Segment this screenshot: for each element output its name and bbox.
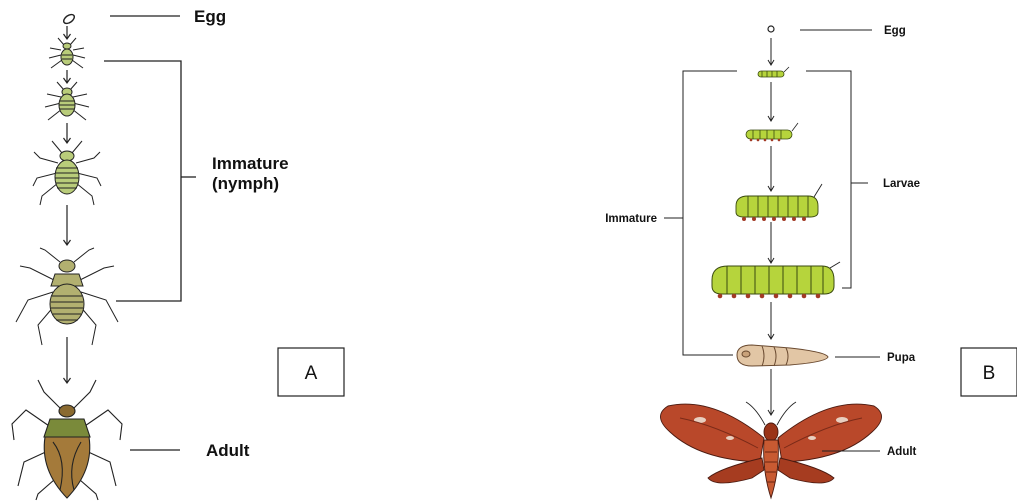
larva-stage-4-icon <box>711 261 841 299</box>
panel-b-letter: B <box>983 363 996 384</box>
immature-bracket-a <box>104 60 196 302</box>
immature-b-label: Immature <box>605 213 657 225</box>
pupa-label: Pupa <box>887 352 916 364</box>
immature-a-label-line2: (nymph) <box>212 174 279 193</box>
larvae-bracket <box>806 70 868 289</box>
stage-arrows-b <box>767 38 775 416</box>
immature-bracket-b <box>664 70 737 356</box>
adult-a-label: Adult <box>206 441 250 460</box>
panel-a-box <box>277 347 345 397</box>
larva-stage-2-icon <box>745 122 799 142</box>
adult-bug-icon <box>11 379 123 501</box>
nymph-stage-2-icon <box>44 81 90 121</box>
diagram-a-incomplete-metamorphosis: Egg <box>11 7 345 501</box>
egg-b-label: Egg <box>884 25 906 37</box>
adult-b-label: Adult <box>887 446 917 458</box>
larva-stage-1-icon <box>757 66 790 78</box>
larvae-label: Larvae <box>883 178 920 190</box>
egg-a-label: Egg <box>194 7 226 26</box>
diagram-b-complete-metamorphosis: Egg <box>605 25 1017 500</box>
immature-a-label-line1: Immature <box>212 154 289 173</box>
stage-arrows-a <box>63 26 71 385</box>
pupa-icon <box>736 344 829 367</box>
egg-a-icon <box>62 13 76 25</box>
adult-moth-icon <box>660 401 882 500</box>
panel-b-box <box>960 347 1017 397</box>
egg-b-icon <box>767 25 775 33</box>
larva-stage-3-icon <box>735 183 823 221</box>
panel-a-letter: A <box>305 363 318 384</box>
nymph-stage-3-icon <box>32 140 102 206</box>
nymph-stage-1-icon <box>48 37 86 69</box>
nymph-stage-4-icon <box>15 247 119 346</box>
